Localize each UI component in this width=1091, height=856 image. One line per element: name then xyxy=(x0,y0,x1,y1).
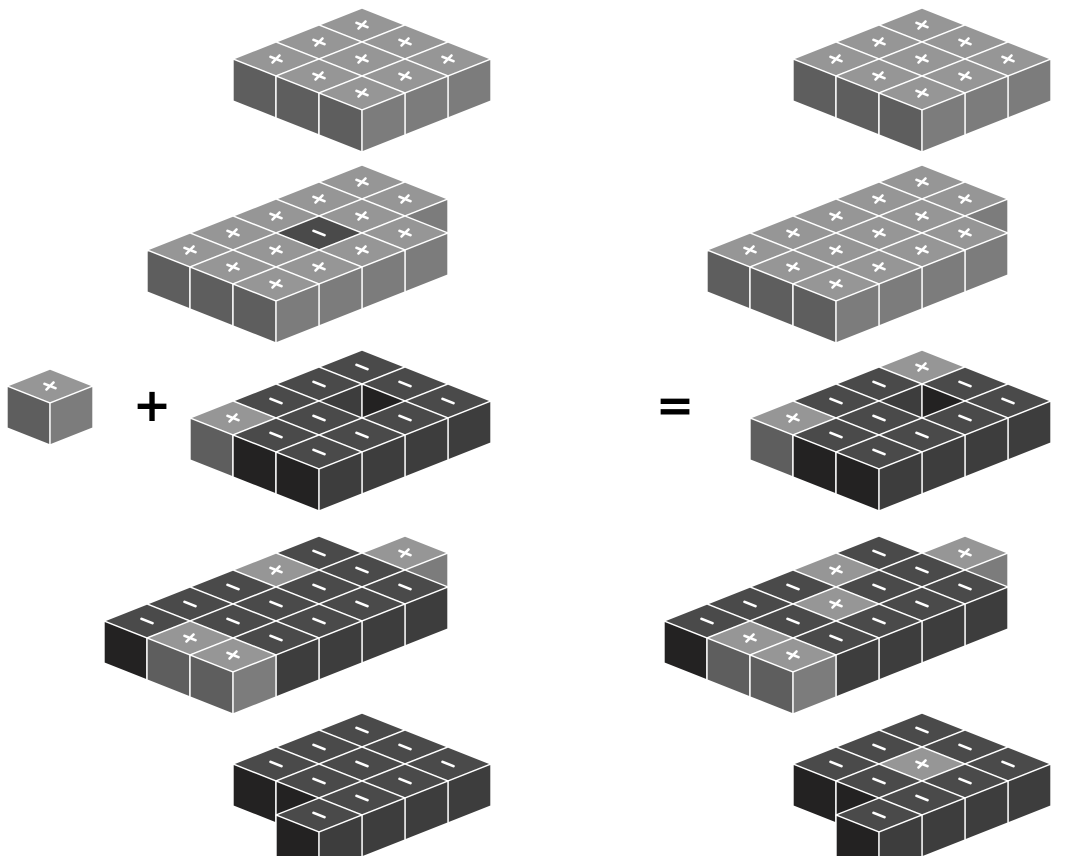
negative-cube xyxy=(836,435,922,511)
positive-cube xyxy=(879,76,965,152)
positive-cube xyxy=(793,267,879,343)
cube-layer-2 xyxy=(147,165,448,343)
negative-cube xyxy=(276,435,362,511)
plus-operator: + xyxy=(133,378,172,432)
cube-layer-5 xyxy=(793,713,1051,856)
before-cube-stack xyxy=(104,8,491,856)
single-cube xyxy=(7,369,93,445)
positive-cube xyxy=(190,638,276,714)
cube-layer-3 xyxy=(750,350,1051,511)
positive-cube xyxy=(233,267,319,343)
positive-cube xyxy=(7,369,93,445)
after-cube-stack xyxy=(664,8,1051,856)
cube-layer-3 xyxy=(190,350,491,511)
positive-cube xyxy=(750,638,836,714)
cube-layer-1 xyxy=(793,8,1051,152)
cube-layer-5 xyxy=(233,713,491,856)
positive-cube xyxy=(319,76,405,152)
cube-layer-4 xyxy=(104,536,448,714)
cube-layer-1 xyxy=(233,8,491,152)
cube-layer-2 xyxy=(707,165,1008,343)
equals-operator: = xyxy=(656,378,695,432)
cube-layer-4 xyxy=(664,536,1008,714)
